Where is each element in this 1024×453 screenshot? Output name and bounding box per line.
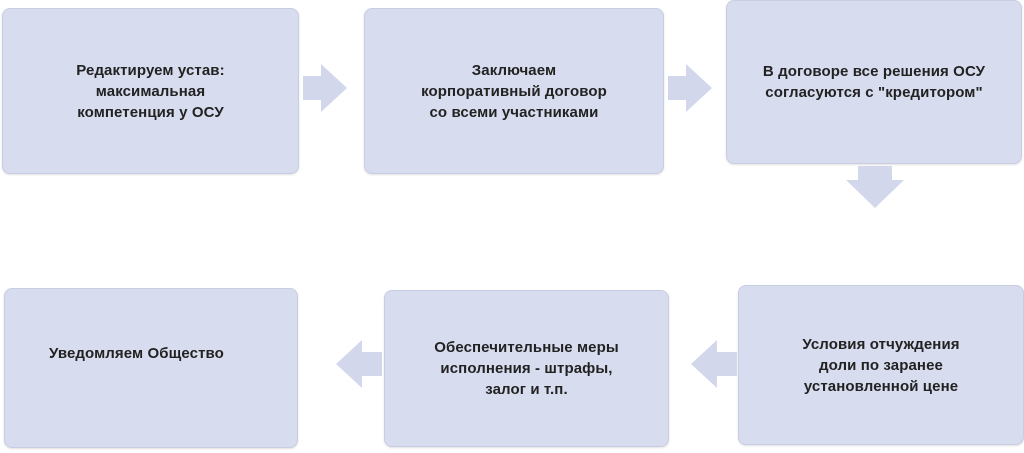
step-5-box: Обеспечительные меры исполнения - штрафы… <box>384 290 669 447</box>
step-1-text: Редактируем устав: максимальная компетен… <box>76 61 225 121</box>
step-2-text: Заключаем корпоративный договор со всеми… <box>421 61 607 121</box>
step-4-text: Условия отчуждения доли по заранее устан… <box>802 335 960 395</box>
step-6-text: Уведомляем Общество <box>49 344 224 362</box>
step-4-box: Условия отчуждения доли по заранее устан… <box>738 285 1024 445</box>
step-5-text: Обеспечительные меры исполнения - штрафы… <box>434 339 619 398</box>
arrow-right-2 <box>668 64 712 112</box>
arrow-down <box>846 166 904 208</box>
step-1-box: Редактируем устав: максимальная компетен… <box>2 8 299 174</box>
step-3-box: В договоре все решения ОСУ согласуются с… <box>726 0 1022 164</box>
arrow-right-1 <box>303 64 347 112</box>
step-3-text: В договоре все решения ОСУ согласуются с… <box>762 63 986 101</box>
step-6-box: Уведомляем Общество <box>4 288 298 448</box>
arrow-left-2 <box>336 340 382 388</box>
arrow-left-1 <box>691 340 737 388</box>
step-2-box: Заключаем корпоративный договор со всеми… <box>364 8 664 174</box>
